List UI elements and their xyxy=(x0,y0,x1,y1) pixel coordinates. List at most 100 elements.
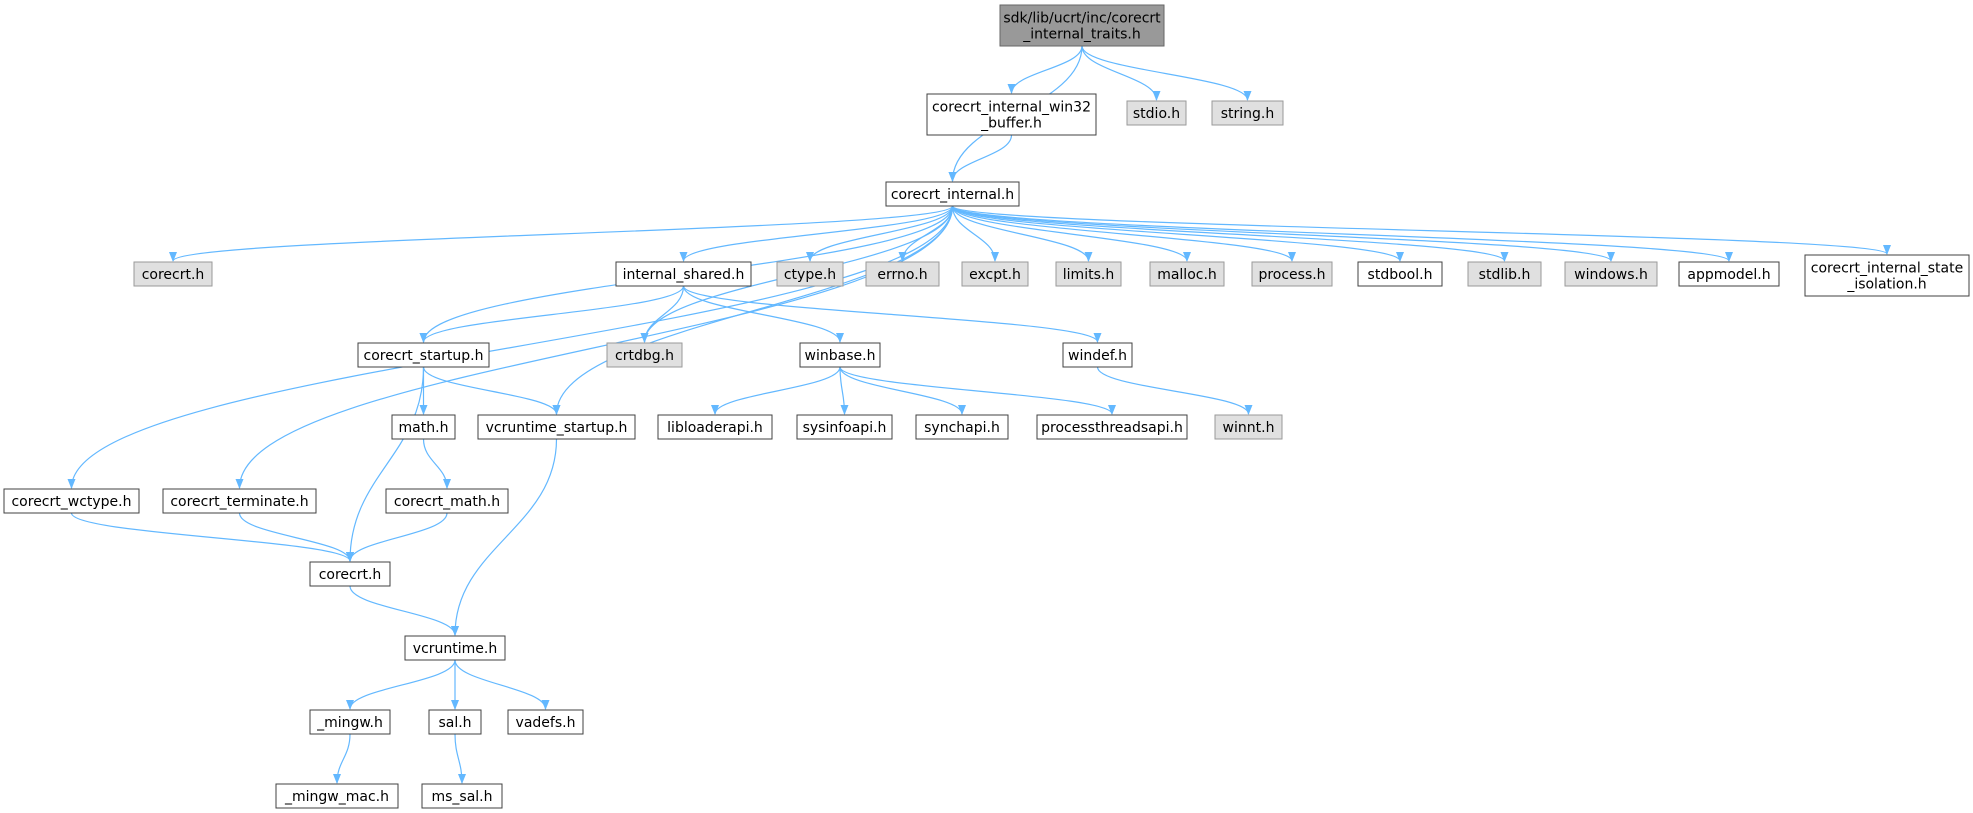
node-box xyxy=(999,4,1165,47)
node-corecrt-internal-h[interactable]: corecrt_internal.h xyxy=(885,181,1020,207)
node-box xyxy=(162,488,317,514)
node-internal-shared-h[interactable]: internal_shared.h xyxy=(615,261,752,287)
node-box xyxy=(309,561,391,587)
edge-math-to-cmath xyxy=(422,438,451,489)
node-box xyxy=(926,93,1097,136)
edge-cmath-to-corecrt xyxy=(346,512,448,562)
edge-root-to-string xyxy=(1081,45,1252,101)
node-corecrt-h[interactable]: corecrt.h xyxy=(309,561,391,587)
edge-internal-to-shared xyxy=(679,205,954,262)
node-label: synchapi.h xyxy=(924,420,1000,436)
node-box xyxy=(309,709,391,735)
node-box xyxy=(796,414,893,440)
node-crtdbg-h: crtdbg.h xyxy=(606,342,683,368)
node-corecrt-terminate-h[interactable]: corecrt_terminate.h xyxy=(162,488,317,514)
node-label: vcruntime_startup.h xyxy=(486,420,628,436)
edge-internal-to-stdlib xyxy=(951,205,1509,262)
node-windows-h: windows.h xyxy=(1564,261,1658,287)
edge-internal-to-excpt xyxy=(951,205,999,262)
node-label: vadefs.h xyxy=(516,715,576,731)
node-box xyxy=(1678,261,1780,287)
node-ctype-h: ctype.h xyxy=(776,261,844,287)
node-label: sal.h xyxy=(438,715,471,731)
edge-shared-to-crtdbg xyxy=(640,285,685,343)
node-corecrt-internal-state-isolation-h[interactable]: corecrt_internal_state_isolation.h xyxy=(1804,254,1970,297)
node-label: process.h xyxy=(1258,267,1325,283)
node-box xyxy=(1211,100,1284,126)
node-corecrt-internal-win32-buffer-h[interactable]: corecrt_internal_win32_buffer.h xyxy=(926,93,1097,136)
node-label: sdk/lib/ucrt/inc/corecrt xyxy=(1003,11,1161,27)
edge-internal-to-ctype xyxy=(806,205,954,262)
node-vcruntime-startup-h[interactable]: vcruntime_startup.h xyxy=(477,414,636,440)
node-label: corecrt_internal_state xyxy=(1811,261,1963,277)
node-label: _mingw.h xyxy=(316,715,383,731)
node-label: windef.h xyxy=(1068,348,1127,364)
node-appmodel-h[interactable]: appmodel.h xyxy=(1678,261,1780,287)
edge-windef-to-winnt xyxy=(1096,366,1253,415)
node-box xyxy=(1062,342,1133,368)
edge-internal-to-malloc xyxy=(951,205,1191,262)
edge-winbase-to-procthreads xyxy=(839,366,1116,415)
node-box xyxy=(1214,414,1283,440)
node-label: libloaderapi.h xyxy=(667,420,763,436)
node-box xyxy=(507,709,584,735)
node-stdbool-h[interactable]: stdbool.h xyxy=(1357,261,1443,287)
node-corecrt-math-h[interactable]: corecrt_math.h xyxy=(385,488,509,514)
node-mingw-h[interactable]: _mingw.h xyxy=(309,709,391,735)
edge-terminate-to-corecrt xyxy=(238,512,354,562)
node-corecrt-h: corecrt.h xyxy=(133,261,213,287)
edge-vcstartup-to-vcruntime xyxy=(451,438,558,636)
node-corecrt-startup-h[interactable]: corecrt_startup.h xyxy=(357,342,490,368)
edge-startup-to-corecrt xyxy=(346,366,425,562)
node-label: excpt.h xyxy=(969,267,1021,283)
node-corecrt-wctype-h[interactable]: corecrt_wctype.h xyxy=(3,488,140,514)
node-box xyxy=(357,342,490,368)
node-label: crtdbg.h xyxy=(615,348,674,364)
node-box xyxy=(1564,261,1658,287)
node-vadefs-h[interactable]: vadefs.h xyxy=(507,709,584,735)
node-winnt-h: winnt.h xyxy=(1214,414,1283,440)
node-label: corecrt.h xyxy=(319,567,382,583)
node-box xyxy=(885,181,1020,207)
edge-vcruntime-to-vadefs xyxy=(454,659,550,710)
node-label: corecrt_internal_win32 xyxy=(932,100,1091,116)
node-label: stdlib.h xyxy=(1479,267,1531,283)
node-label: sysinfoapi.h xyxy=(803,420,887,436)
node-ms-sal-h[interactable]: ms_sal.h xyxy=(421,783,503,809)
edge-layer xyxy=(67,45,1891,784)
edge-shared-to-winbase xyxy=(682,285,844,343)
node-label: vcruntime.h xyxy=(413,641,497,657)
node-label: corecrt_internal.h xyxy=(891,187,1014,203)
node-box xyxy=(404,635,506,661)
node-label: math.h xyxy=(399,420,449,436)
node-winbase-h[interactable]: winbase.h xyxy=(799,342,881,368)
node-mingw-mac-h[interactable]: _mingw_mac.h xyxy=(275,783,399,809)
node-box xyxy=(421,783,503,809)
node-errno-h: errno.h xyxy=(865,261,940,287)
edge-internal-to-state xyxy=(951,205,1891,255)
edge-winbase-to-sysinfo xyxy=(839,366,849,415)
edge-root-to-stdio xyxy=(1081,45,1161,101)
node-windef-h[interactable]: windef.h xyxy=(1062,342,1133,368)
edge-internal-to-terminate xyxy=(235,205,954,489)
node-math-h[interactable]: math.h xyxy=(391,414,456,440)
node-processthreadsapi-h[interactable]: processthreadsapi.h xyxy=(1036,414,1188,440)
node-label: ms_sal.h xyxy=(431,789,492,805)
node-label: _internal_traits.h xyxy=(1022,27,1141,43)
node-box xyxy=(133,261,213,287)
node-sysinfoapi-h[interactable]: sysinfoapi.h xyxy=(796,414,893,440)
node-label: malloc.h xyxy=(1157,267,1217,283)
node-libloaderapi-h[interactable]: libloaderapi.h xyxy=(657,414,773,440)
node-synchapi-h[interactable]: synchapi.h xyxy=(915,414,1009,440)
node-vcruntime-h[interactable]: vcruntime.h xyxy=(404,635,506,661)
edge-internal-to-corecrt_g xyxy=(169,205,954,262)
node-malloc-h: malloc.h xyxy=(1149,261,1225,287)
edge-vcruntime-to-mingw xyxy=(346,659,456,710)
edge-wctype-to-corecrt xyxy=(70,512,354,562)
edge-win32buf-to-internal xyxy=(948,134,1013,182)
edge-internal-to-errno xyxy=(898,205,954,262)
node-label: _mingw_mac.h xyxy=(284,789,389,805)
node-sal-h[interactable]: sal.h xyxy=(428,709,482,735)
node-box xyxy=(657,414,773,440)
edge-sal-to-mssal xyxy=(454,733,466,784)
